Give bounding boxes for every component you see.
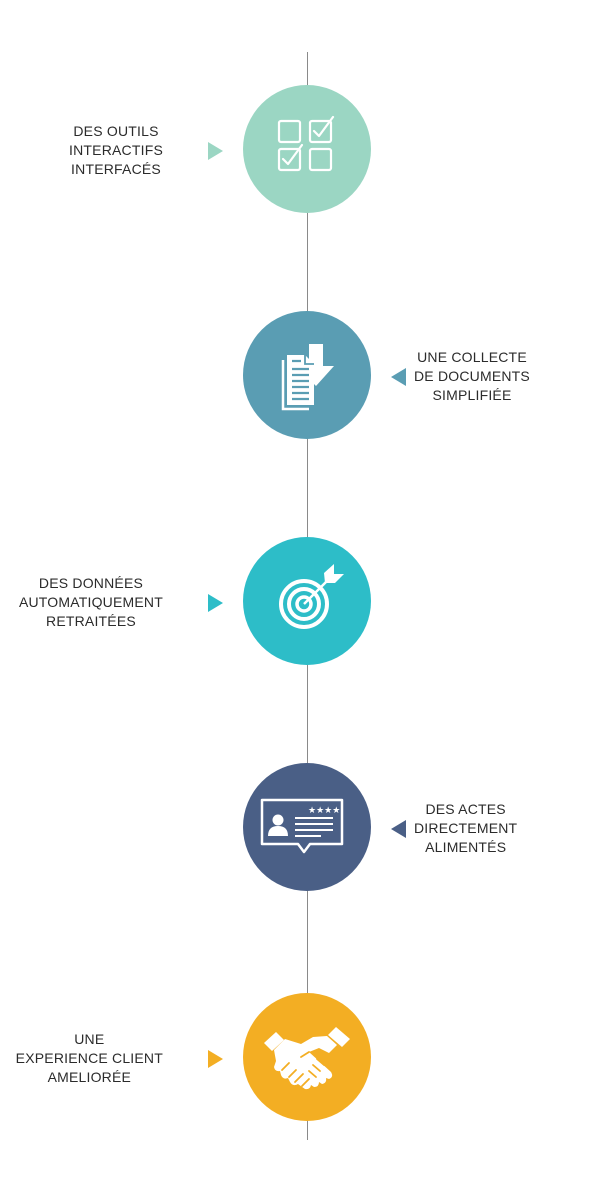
step-circle xyxy=(243,311,371,439)
step-label-line: DE DOCUMENTS xyxy=(414,367,530,384)
timeline-step-4: ★★★★ DES ACTES DIRECTEMENT ALIMENTÉS xyxy=(0,763,609,893)
step-arrow xyxy=(391,368,406,386)
step-label-line: DES ACTES xyxy=(425,800,506,817)
step-circle xyxy=(243,85,371,213)
step-arrow xyxy=(208,142,223,160)
timeline-step-3: DES DONNÉES AUTOMATIQUEMENT RETRAITÉES xyxy=(0,537,609,667)
step-circle xyxy=(243,537,371,665)
timeline-step-2: UNE COLLECTE DE DOCUMENTS SIMPLIFIÉE xyxy=(0,311,609,441)
step-label: DES ACTES DIRECTEMENT ALIMENTÉS xyxy=(414,763,517,893)
checklist-icon xyxy=(277,115,335,172)
step-label-line: SIMPLIFIÉE xyxy=(432,386,512,403)
step-arrow xyxy=(391,820,406,838)
step-arrow xyxy=(208,1050,223,1068)
target-icon xyxy=(279,564,344,629)
step-label: DES DONNÉES AUTOMATIQUEMENT RETRAITÉES xyxy=(19,537,163,667)
step-label-line: EXPERIENCE CLIENT xyxy=(15,1049,163,1066)
step-circle xyxy=(243,993,371,1121)
document-download-icon xyxy=(281,344,334,411)
step-label-line: DES OUTILS xyxy=(73,122,159,139)
step-label: UNE COLLECTE DE DOCUMENTS SIMPLIFIÉE xyxy=(414,311,530,441)
step-label-line: DIRECTEMENT xyxy=(414,819,518,836)
profile-card-icon: ★★★★ xyxy=(260,798,344,854)
step-label-line: UNE xyxy=(74,1030,105,1047)
step-label: UNE EXPERIENCE CLIENT AMELIORÉE xyxy=(16,993,163,1123)
step-label-line: INTERACTIFS xyxy=(69,141,163,158)
step-label: DES OUTILS INTERACTIFS INTERFACÉS xyxy=(69,85,163,215)
step-circle: ★★★★ xyxy=(243,763,371,891)
step-label-line: AUTOMATIQUEMENT xyxy=(18,593,163,610)
step-label-line: UNE COLLECTE xyxy=(417,348,527,365)
svg-text:★★★★: ★★★★ xyxy=(308,806,340,816)
step-label-line: RETRAITÉES xyxy=(46,612,136,629)
handshake-icon xyxy=(264,1027,350,1090)
step-arrow xyxy=(208,594,223,612)
step-label-line: DES DONNÉES xyxy=(38,574,144,591)
step-label-line: AMELIORÉE xyxy=(47,1068,132,1085)
step-label-line: INTERFACÉS xyxy=(71,160,161,177)
step-label-line: ALIMENTÉS xyxy=(425,838,507,855)
timeline-step-5: UNE EXPERIENCE CLIENT AMELIORÉE xyxy=(0,993,609,1123)
timeline-step-1: DES OUTILS INTERACTIFS INTERFACÉS xyxy=(0,85,609,215)
